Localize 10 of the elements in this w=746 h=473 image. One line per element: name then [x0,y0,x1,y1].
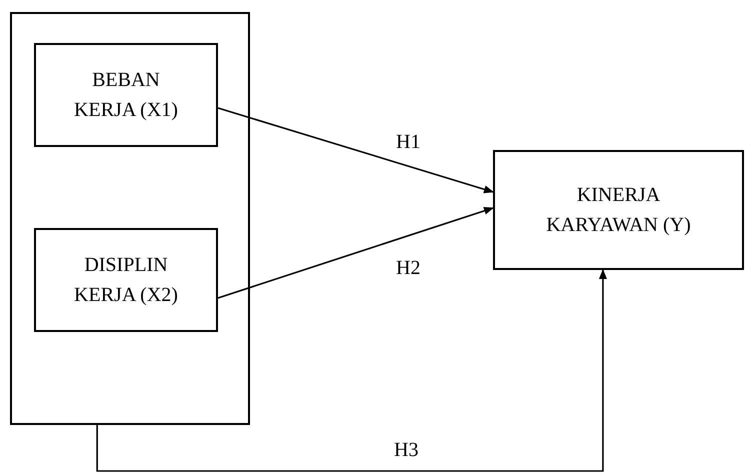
arrow [96,269,607,472]
variable-box [493,150,744,270]
variable-box [34,43,218,147]
arrow [218,107,494,194]
group-box [10,12,250,425]
variable-box [34,228,218,332]
arrow [218,206,494,299]
variable-label: BEBAN KERJA (X1) [73,68,179,123]
variable-label: KINERJA KARYAWAN (Y) [545,183,692,238]
variable-label: DISIPLIN KERJA (X2) [73,253,179,308]
